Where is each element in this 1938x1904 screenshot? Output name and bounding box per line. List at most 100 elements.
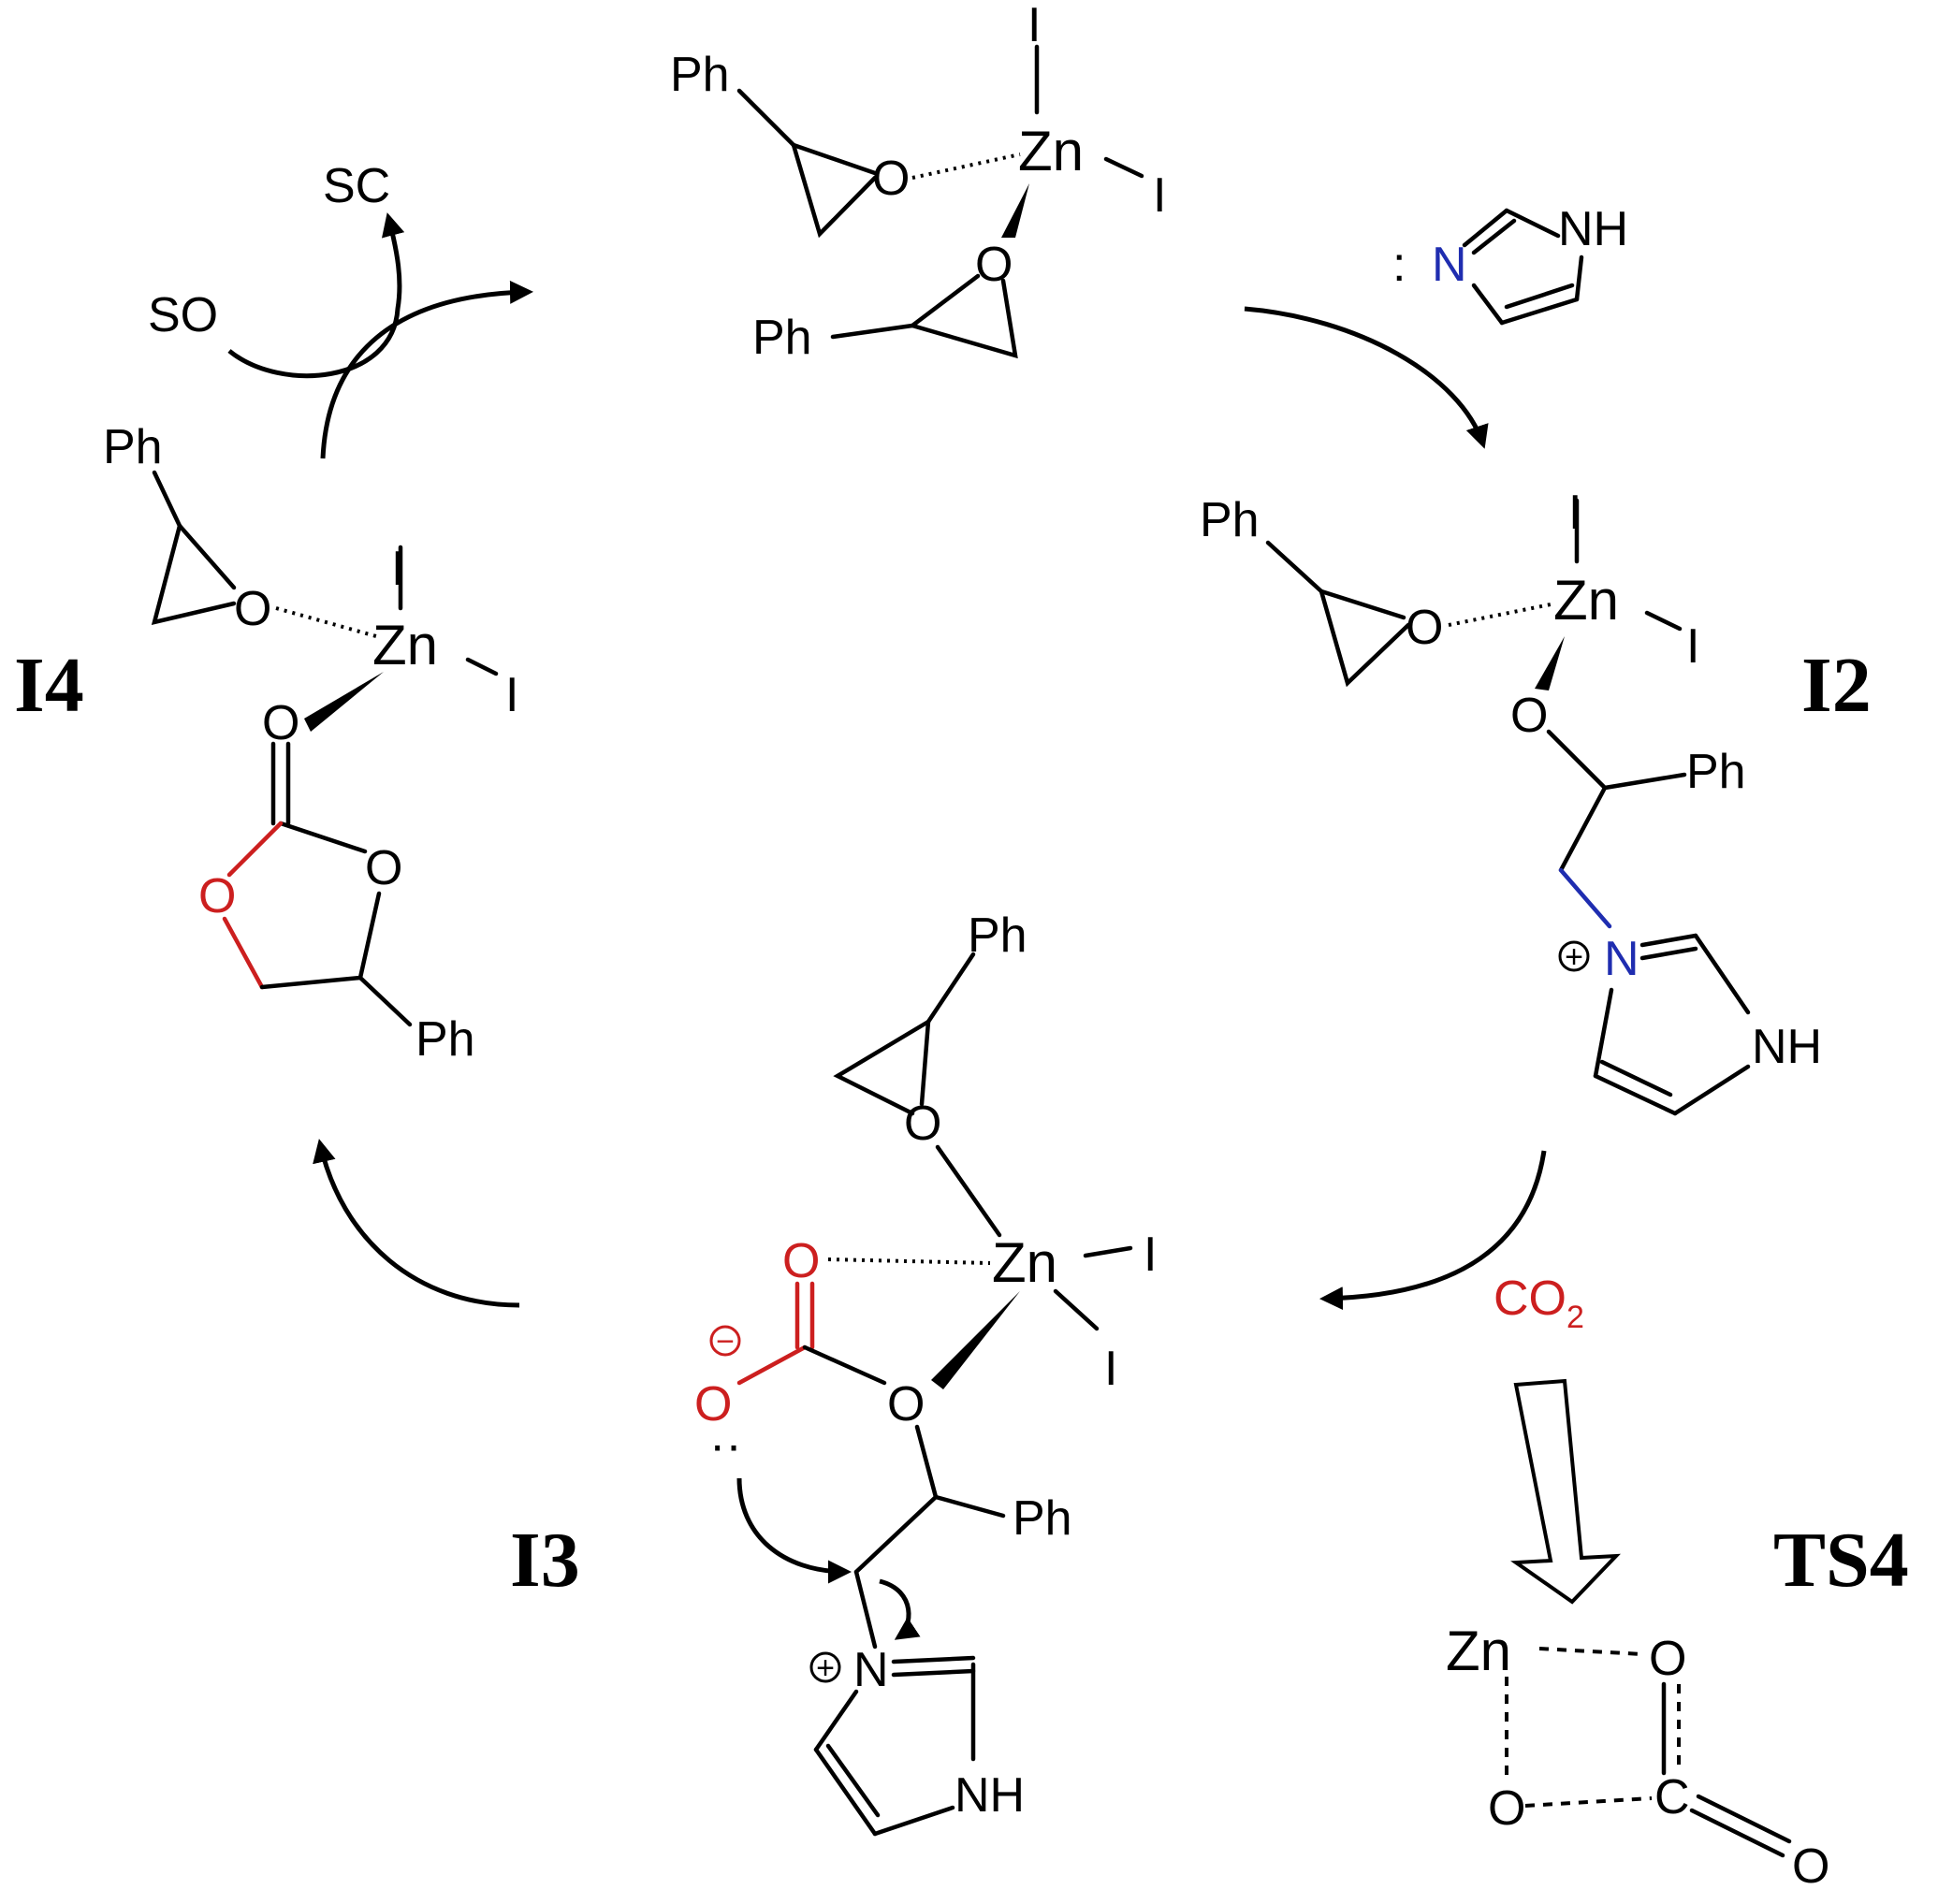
i3-to-i4-arrow <box>313 1139 520 1308</box>
top-to-i2-arrow <box>1244 306 1489 449</box>
i2-plus-sign: + <box>1565 939 1583 975</box>
top-bond <box>1103 156 1144 179</box>
top-bond <box>736 88 796 148</box>
i4-complex: Ph O Zn I I O O O Ph <box>103 420 518 1067</box>
ts4-hollow-arrow <box>1510 1378 1621 1605</box>
i2-ph-2: Ph <box>1686 745 1746 799</box>
ts4-o-top: O <box>1649 1632 1686 1686</box>
i4-ph-1: Ph <box>103 420 163 474</box>
i4-epoxide-ring <box>151 523 237 626</box>
top-bond <box>830 323 915 340</box>
i3-alkoxide-o: O <box>887 1377 925 1432</box>
i3-imidazolium-n: N <box>853 1643 889 1697</box>
i2-bond <box>1644 610 1683 632</box>
i3-ph: Ph <box>968 908 1027 963</box>
i2-epoxide-ring <box>1319 589 1411 688</box>
imidazole-bond <box>1471 283 1505 326</box>
i4-ring-o: O <box>365 841 402 895</box>
i2-alkoxide-o: O <box>1510 689 1548 743</box>
i3-bond <box>813 1689 859 1752</box>
label-i2: I2 <box>1801 642 1872 729</box>
i3-i-2: I <box>1104 1342 1117 1396</box>
label-i3: I3 <box>510 1517 580 1604</box>
imidazole-bond <box>1504 283 1575 310</box>
i4-carbonyl-o: O <box>262 696 299 750</box>
imidazole-nh: NH <box>1558 202 1628 256</box>
i3-complex: Ph O Zn I I O − O ·· O Ph + N NH <box>694 908 1157 1837</box>
i3-bond <box>935 1144 1002 1238</box>
i3-attack-arrow <box>736 1477 852 1584</box>
i3-bond <box>802 1344 887 1386</box>
top-zinc-bis-epoxide-complex: Ph O Zn I I O Ph <box>670 0 1166 365</box>
so-to-sc-arrow <box>227 212 405 379</box>
ts4-o-bottom: O <box>1488 1781 1525 1836</box>
i3-bond <box>872 1805 955 1837</box>
top-epoxide-o-2: O <box>975 238 1013 292</box>
i2-bond <box>1593 987 1614 1079</box>
i4-bond <box>357 975 413 1027</box>
i3-hashed-bond <box>827 1257 991 1265</box>
i4-bond <box>465 657 499 676</box>
co2-label: CO2 <box>1494 1272 1584 1335</box>
i3-zn: Zn <box>992 1231 1057 1294</box>
i2-bond <box>1558 867 1612 929</box>
i3-carbonate-o-anion: O <box>694 1377 732 1432</box>
i3-bond <box>933 1494 1006 1519</box>
top-epoxide-o-1: O <box>872 152 910 206</box>
imidazole-lone-pair: : <box>1392 238 1406 292</box>
i2-i-1: I <box>1568 486 1581 540</box>
i4-bond <box>177 523 237 590</box>
ts4-bond <box>1696 1794 1792 1844</box>
i4-ring-o-new: O <box>198 869 236 923</box>
i4-zn: Zn <box>372 614 438 676</box>
i3-epoxide-o: O <box>904 1097 941 1151</box>
imidazole-bond <box>1504 208 1561 239</box>
i3-bond <box>853 1494 939 1575</box>
i4-wedge-bond <box>304 672 384 732</box>
top-i-2: I <box>1153 168 1166 223</box>
i2-plus-charge <box>1558 940 1590 972</box>
i2-zn: Zn <box>1553 569 1619 632</box>
i3-minus-sign: − <box>716 1324 735 1359</box>
ts4-zn: Zn <box>1446 1620 1511 1682</box>
top-ph-2: Ph <box>752 311 812 365</box>
i2-bond <box>1602 772 1687 791</box>
top-epoxide-ring-1 <box>791 142 878 239</box>
i2-epoxide-o: O <box>1406 601 1443 655</box>
imidazole-bond <box>1499 297 1580 326</box>
i3-bond <box>853 1569 878 1650</box>
i2-ph-1: Ph <box>1200 493 1260 547</box>
i4-epoxide-o: O <box>234 582 271 636</box>
ts4-c: C <box>1654 1770 1690 1824</box>
i3-bond <box>1083 1245 1133 1258</box>
i3-wedge-bond <box>931 1291 1020 1389</box>
i3-bond <box>813 1747 878 1837</box>
i4-bond <box>278 821 368 854</box>
i3-bond <box>825 1743 881 1818</box>
i2-bond <box>1672 1064 1751 1116</box>
i3-nh: NH <box>954 1768 1025 1823</box>
co2-subscript: 2 <box>1566 1300 1584 1335</box>
so-label: SO <box>148 288 218 342</box>
ts4-bond <box>1689 1808 1785 1858</box>
i4-bond <box>357 891 382 981</box>
i2-bond <box>1558 785 1608 873</box>
imidazole-bond <box>1471 218 1517 255</box>
i2-nh: NH <box>1752 1020 1822 1074</box>
i3-epoxide-ring <box>833 1019 931 1116</box>
i2-bond <box>1265 540 1324 594</box>
sc-label: SC <box>323 159 390 213</box>
top-ph-1: Ph <box>670 48 730 102</box>
i3-bond <box>925 952 976 1025</box>
i2-bond <box>1319 589 1406 620</box>
i2-complex: Ph O Zn I I O Ph + N NH <box>1200 486 1822 1116</box>
i3-plus-charge <box>809 1651 841 1683</box>
top-wedge-bond <box>1001 183 1029 238</box>
i3-carbonate-o-top: O <box>782 1234 820 1288</box>
i2-bond <box>1546 729 1608 791</box>
i2-imidazolium-n: N <box>1604 932 1639 986</box>
i4-i-2: I <box>505 668 518 722</box>
top-hashed-bond <box>911 153 1021 180</box>
i3-bond <box>891 1668 976 1678</box>
